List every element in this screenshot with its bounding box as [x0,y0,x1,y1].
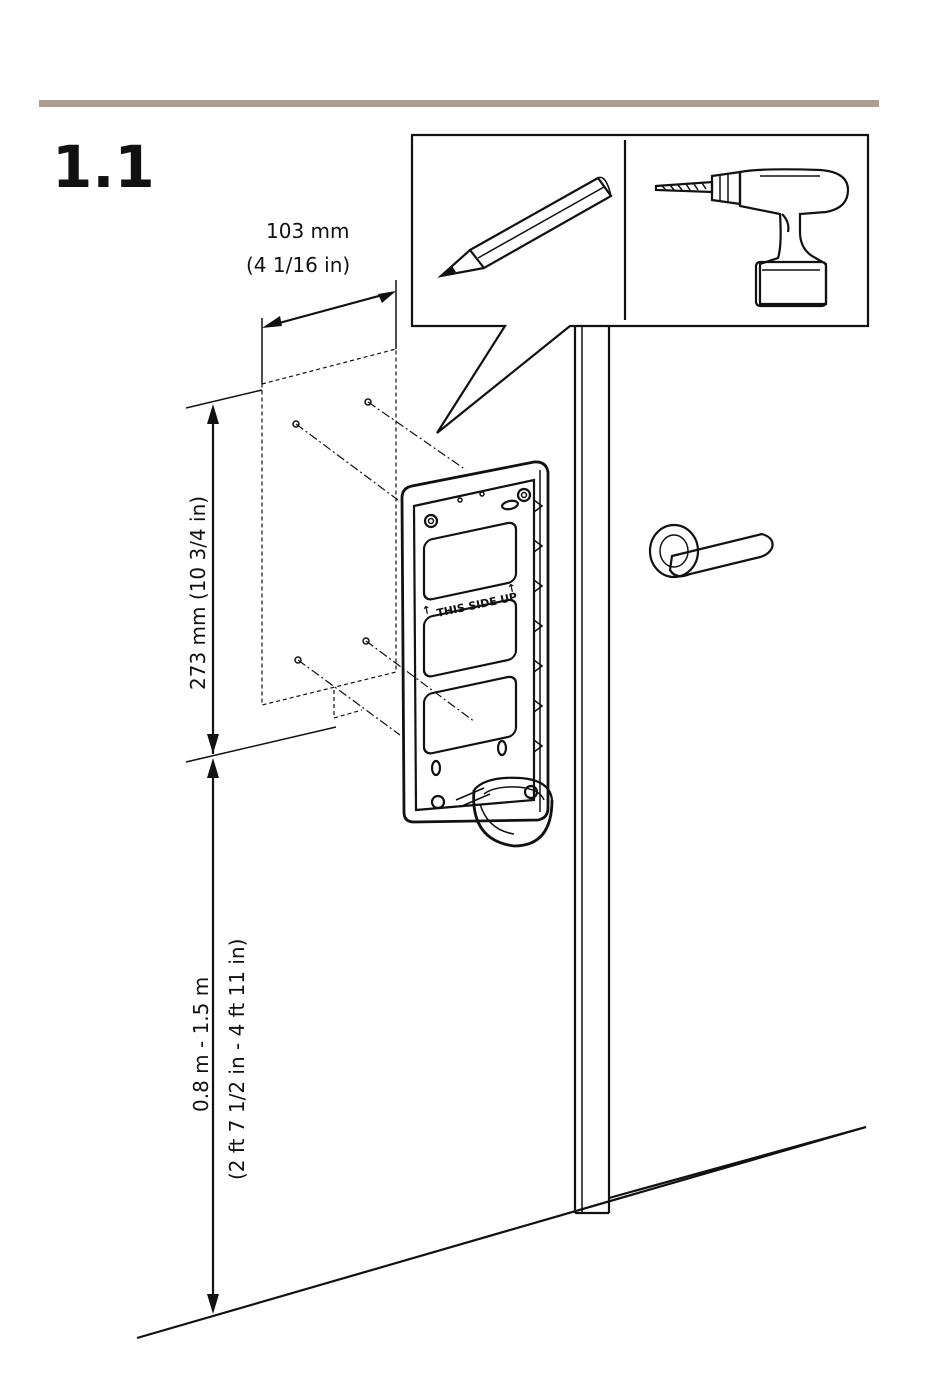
mount-height-dimension: 0.8 m - 1.5 m (2 ft 7 1/2 in - 4 ft 11 i… [189,758,249,1314]
step-number: 1.1 [52,133,155,201]
mount-height-ft-label: (2 ft 7 1/2 in - 4 ft 11 in) [225,939,249,1180]
door [575,325,866,1213]
up-arrow-left-icon: ↑ [421,603,433,618]
door-handle-icon [650,525,773,577]
drill-icon [656,169,848,306]
up-arrow-right-icon: ↑ [506,581,518,596]
width-dimension: 103 mm (4 1/16 in) [246,219,396,384]
pencil-icon [441,177,611,276]
drilling-template [262,349,475,735]
mount-height-m-label: 0.8 m - 1.5 m [189,977,213,1112]
mounting-bracket: THIS SIDE UP ↑ ↑ [402,462,552,846]
header-rule [39,100,879,107]
orientation-label: THIS SIDE UP [435,590,518,620]
height-dimension: 273 mm (10 3/4 in) [186,390,336,762]
width-in-label: (4 1/16 in) [246,253,350,277]
bracket-side-ribs [534,500,542,752]
width-mm-label: 103 mm [266,219,350,243]
height-label: 273 mm (10 3/4 in) [186,496,210,690]
tools-callout [412,135,868,433]
